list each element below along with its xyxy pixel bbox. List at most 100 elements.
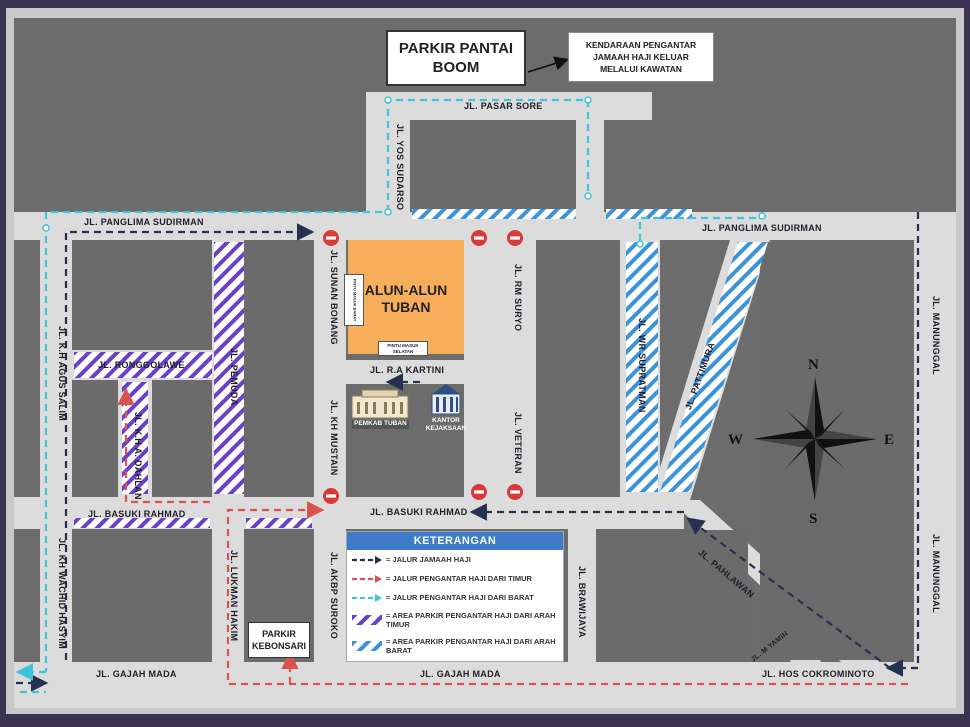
alun-alun-line1: ALUN-ALUN — [364, 282, 448, 298]
node — [42, 224, 50, 232]
note-line1: KENDARAAN PENGANTAR — [585, 40, 697, 50]
hatch-purple-icon — [352, 615, 382, 625]
kebonsari-line2: KEBONSARI — [251, 641, 306, 651]
street-label-hos-cokrominoto: JL. HOS COKROMINOTO — [762, 669, 875, 679]
pintu-selatan-sign: PINTU MASUK SELATAN — [378, 341, 428, 356]
parking-pemuda — [214, 242, 244, 494]
no-entry-icon — [507, 484, 523, 500]
street-label-ronggolawe: JL. RONGGOLAWE — [98, 360, 185, 370]
road-pasar-sore-east — [576, 92, 604, 222]
road-veteran — [496, 230, 536, 505]
street-label-veteran: JL. VETERAN — [513, 412, 523, 474]
compass-rose-icon — [753, 377, 877, 501]
title-line1: PARKIR PANTAI — [398, 40, 514, 57]
route-navy-3 — [686, 517, 891, 669]
route-red-2 — [117, 387, 210, 504]
dash-cyan-icon — [352, 593, 382, 602]
compass-east-label: E — [884, 432, 895, 448]
node — [584, 96, 592, 104]
street-label-wr-supratman: JL. WR SUPRATMAN — [637, 318, 647, 413]
street-label-pemuda: JL. PEMUDA — [229, 348, 239, 406]
legend-item: = JALUR PENGANTAR HAJI DARI TIMUR — [347, 569, 563, 588]
compass-north-label: N — [808, 357, 819, 373]
node — [584, 192, 592, 200]
parking-panglima-1 — [412, 209, 576, 219]
legend-label: = JALUR PENGANTAR HAJI DARI BARAT — [386, 593, 534, 602]
block — [246, 242, 312, 492]
city-blocks — [74, 120, 912, 660]
dash-red-icon — [352, 574, 382, 583]
block — [760, 242, 912, 660]
road-manunggal — [914, 212, 956, 682]
kejaksaan-line1: KANTOR — [432, 417, 460, 424]
pintu-barat-sign: PINTU MASUK BARAT — [344, 274, 364, 326]
no-entry-icon — [323, 230, 339, 246]
node — [384, 208, 392, 216]
legend-item: = AREA PARKIR PENGANTAR HAJI DARI ARAH B… — [347, 633, 563, 659]
legend-title: KETERANGAN — [347, 532, 563, 550]
block — [154, 382, 210, 494]
legend-item: = JALUR PENGANTAR HAJI DARI BARAT — [347, 588, 563, 607]
legend-box: KETERANGAN = JALUR JAMAAH HAJI = JALUR P… — [346, 531, 564, 662]
street-label-sunan-bonang: JL. SUNAN BONANG — [329, 250, 339, 345]
title-line2: BOOM — [432, 59, 480, 76]
road-sunan-bonang — [314, 230, 346, 670]
street-label-ra-kartini: JL. R.A KARTINI — [370, 365, 445, 375]
no-entry-icon — [323, 488, 339, 504]
street-label-lukman-hakim: JL. LUKMAN HAKIM — [229, 550, 239, 642]
legend-item: = AREA PARKIR PENGANTAR HAJI DARI ARAH T… — [347, 607, 563, 633]
route-cyan-1 — [386, 98, 590, 212]
street-label-gajah-mada-left: JL. GAJAH MADA — [96, 669, 177, 679]
street-label-brawijaya: JL. BRAWIJAYA — [577, 566, 587, 638]
note-line3: MELALUI KAWATAN — [600, 64, 682, 74]
parking-pattimura — [660, 242, 768, 492]
no-entry-icon — [471, 230, 487, 246]
node — [758, 212, 766, 220]
kebonsari-line1: PARKIR — [262, 629, 296, 639]
no-entry-signs — [323, 230, 523, 504]
node — [636, 240, 644, 248]
dash-navy-icon — [352, 555, 382, 564]
note-line2: JAMAAH HAJI KELUAR — [593, 52, 689, 62]
block — [74, 530, 210, 660]
parking-panglima-2 — [606, 209, 692, 219]
route-jamaah-haji — [16, 212, 920, 692]
route-cyan-3 — [44, 210, 382, 672]
parkir-pantai-boom-box: PARKIR PANTAI BOOM — [386, 30, 526, 86]
street-label-yos-sudarso: JL. YOS SUDARSO — [395, 124, 405, 211]
parkir-kebonsari-box: PARKIR KEBONSARI — [248, 622, 310, 658]
road-pasar-sore — [366, 92, 652, 120]
parking-wr-supratman — [626, 242, 658, 492]
road-rm-suryo — [464, 230, 496, 505]
street-label-panglima-sudirman-right: JL. PANGLIMA SUDIRMAN — [702, 223, 822, 233]
kejaksaan-line2: KEJAKSAAN — [425, 425, 467, 432]
alun-alun-label: ALUN-ALUN TUBAN — [358, 282, 454, 316]
pemkab-building-icon — [351, 389, 409, 419]
no-entry-icon — [507, 230, 523, 246]
street-label-kh-a-dahlan: JL. K.H A. DAHLAN — [133, 412, 143, 500]
block — [598, 530, 748, 660]
kejaksaan-label: KANTOR KEJAKSAAN — [424, 417, 468, 433]
route-navy-2 — [885, 212, 920, 677]
parking-basuki-mid — [246, 518, 312, 528]
route-navy-1 — [64, 223, 315, 660]
street-label-akbp-suroko: JL. AKBP SUROKO — [329, 552, 339, 640]
street-label-gajah-mada-mid: JL. GAJAH MADA — [420, 669, 501, 679]
street-label-basuki-rahmad-mid: JL. BASUKI RAHMAD — [370, 507, 468, 517]
node — [384, 96, 392, 104]
street-label-manunggal-bottom: JL. MANUNGGAL — [931, 534, 941, 613]
road-kh-agus-salim — [40, 212, 72, 672]
cyan-nodes — [42, 96, 766, 248]
street-label-kh-mustain: JL. KH MUSTAIN — [329, 400, 339, 476]
alun-alun-line2: TUBAN — [381, 299, 431, 315]
legend-label: = AREA PARKIR PENGANTAR HAJI DARI ARAH T… — [386, 611, 556, 629]
street-label-kh-wachid-hasyim: JL. KH WACHID HASYIM — [57, 538, 67, 650]
parking-basuki-west — [74, 518, 210, 528]
street-label-manunggal-top: JL. MANUNGGAL — [931, 296, 941, 375]
legend-label: = AREA PARKIR PENGANTAR HAJI DARI ARAH B… — [386, 637, 556, 655]
road-brawijaya — [568, 515, 596, 675]
street-label-panglima-sudirman-left: JL. PANGLIMA SUDIRMAN — [84, 217, 204, 227]
street-label-rm-suryo: JL. RM SURYO — [513, 264, 523, 332]
